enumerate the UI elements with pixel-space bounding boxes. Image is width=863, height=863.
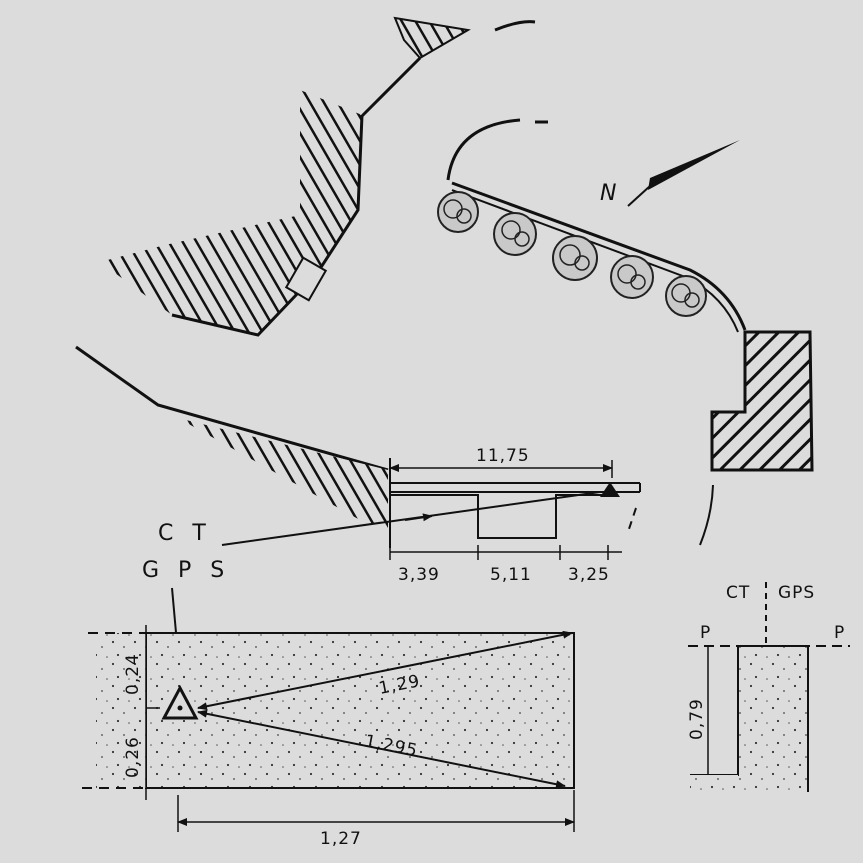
building-block [699,330,814,546]
wall-box [284,256,328,302]
section-depth-label: 0,79 [687,698,707,740]
hatched-slope-wall [75,345,389,528]
bush-icon [665,275,707,317]
section-gps-label: GPS [778,583,815,603]
dimension-segment-1: 3,39 [398,565,440,585]
offset-bottom-label: 0,26 [123,736,143,778]
section-p-right: P [834,623,845,643]
section-detail: CT GPS P P 0,79 [687,582,850,793]
bush-icon [610,255,654,299]
dimension-segment-2: 5,11 [490,565,532,585]
dimension-width: 1,27 [177,790,575,849]
north-label: N [600,181,616,206]
dimension-width-label: 1,27 [320,829,362,849]
bush-icon [493,212,537,256]
offset-top-label: 0,24 [123,653,143,695]
detail-plan: 1,29 1,295 0,24 0,26 [82,625,575,800]
gps-label: G P S [142,558,230,583]
ct-gps-callout: C T G P S [142,491,601,656]
station-triangle-icon [161,684,199,720]
gps-station-marker [600,482,620,497]
north-arrow: N [600,140,740,207]
dimension-segments: 3,39 5,11 3,25 [389,545,622,585]
dimension-total-label: 11,75 [476,446,530,466]
bushes [437,191,707,317]
ct-label: C T [158,521,212,546]
hatched-wall-left-curve [100,90,364,337]
hatched-wall-top [358,16,536,120]
bush-icon [437,191,479,233]
dimension-segment-3: 3,25 [568,565,610,585]
section-p-left: P [700,623,711,643]
dimension-total: 11,75 [389,446,613,478]
bush-icon [552,235,598,281]
section-ct-label: CT [726,583,750,603]
